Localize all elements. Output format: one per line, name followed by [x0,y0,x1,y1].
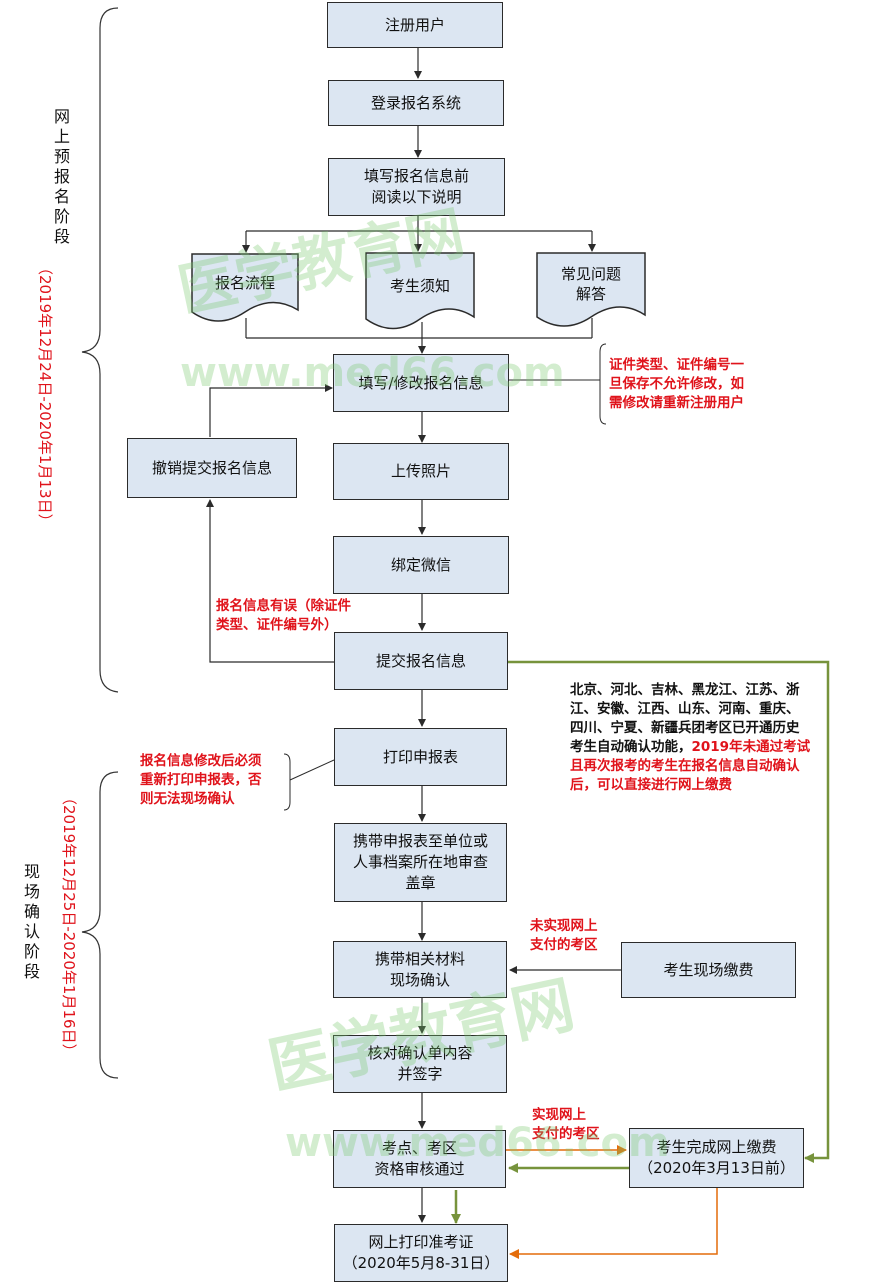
step-stamp: 携带申报表至单位或 人事档案所在地审查 盖章 [334,823,507,902]
doc-faq: 常见问题 解答 [560,265,621,303]
stage-online-dates: （2019年12月24日-2020年1月13日） [36,260,54,529]
step-print-admission: 网上打印准考证 （2020年5月8-31日） [334,1224,508,1282]
step-verify-sign: 核对确认单内容 并签字 [333,1035,507,1093]
note-auto-confirm-regions: 北京、河北、吉林、黑龙江、江苏、浙 江、安徽、江西、山东、河南、重庆、 四川、宁… [570,682,800,755]
doc-shape-process [191,253,299,322]
step-read-instructions: 填写报名信息前 阅读以下说明 [328,158,505,216]
step-register: 注册用户 [327,2,503,48]
note-no-online-pay: 未实现网上 支付的考区 [530,918,598,953]
step-bind-wechat: 绑定微信 [333,536,509,594]
brace-online [81,7,119,693]
note-id-type: 证件类型、证件编号一 旦保存不允许修改，如 需修改请重新注册用户 [609,357,744,411]
step-onsite-confirm: 携带相关材料 现场确认 [333,941,507,998]
step-qualification-review: 考点、考区 资格审核通过 [333,1130,506,1188]
stage-online-label: 网 上 预 报 名 阶 段 [53,107,70,246]
step-print-form: 打印申报表 [334,728,507,786]
step-upload-photo: 上传照片 [333,443,509,500]
step-pay-online: 考生完成网上缴费 （2020年3月13日前） [629,1128,804,1188]
note-online-pay: 实现网上 支付的考区 [532,1107,600,1142]
doc-process: 报名流程 [214,274,275,292]
step-submit: 提交报名信息 [334,632,508,690]
doc-notice: 考生须知 [389,277,450,295]
note-auto-confirm-direct-pay: 2019年未通过考试 且再次报考的考生在报名信息自动确认 后，可以直接进行网上缴… [570,739,811,793]
step-fill-info: 填写/修改报名信息 [333,354,509,412]
doc-shape-notice [365,252,475,330]
note-auto-confirm: 北京、河北、吉林、黑龙江、江苏、浙 江、安徽、江西、山东、河南、重庆、 四川、宁… [570,662,840,795]
step-login: 登录报名系统 [328,80,504,126]
brace-onsite [81,771,119,1079]
doc-shape-faq [536,252,646,327]
stage-onsite-label: 现 场 确 认 阶 段 [23,862,40,981]
stage-onsite-dates: （2019年12月25日-2020年1月16日） [60,790,78,1059]
note-info-error: 报名信息有误（除证件 类型、证件编号外） [216,598,351,633]
step-revoke: 撤销提交报名信息 [127,438,297,498]
note-reprint: 报名信息修改后必须 重新打印申报表，否 则无法现场确认 [140,753,262,807]
step-pay-onsite: 考生现场缴费 [621,942,796,998]
